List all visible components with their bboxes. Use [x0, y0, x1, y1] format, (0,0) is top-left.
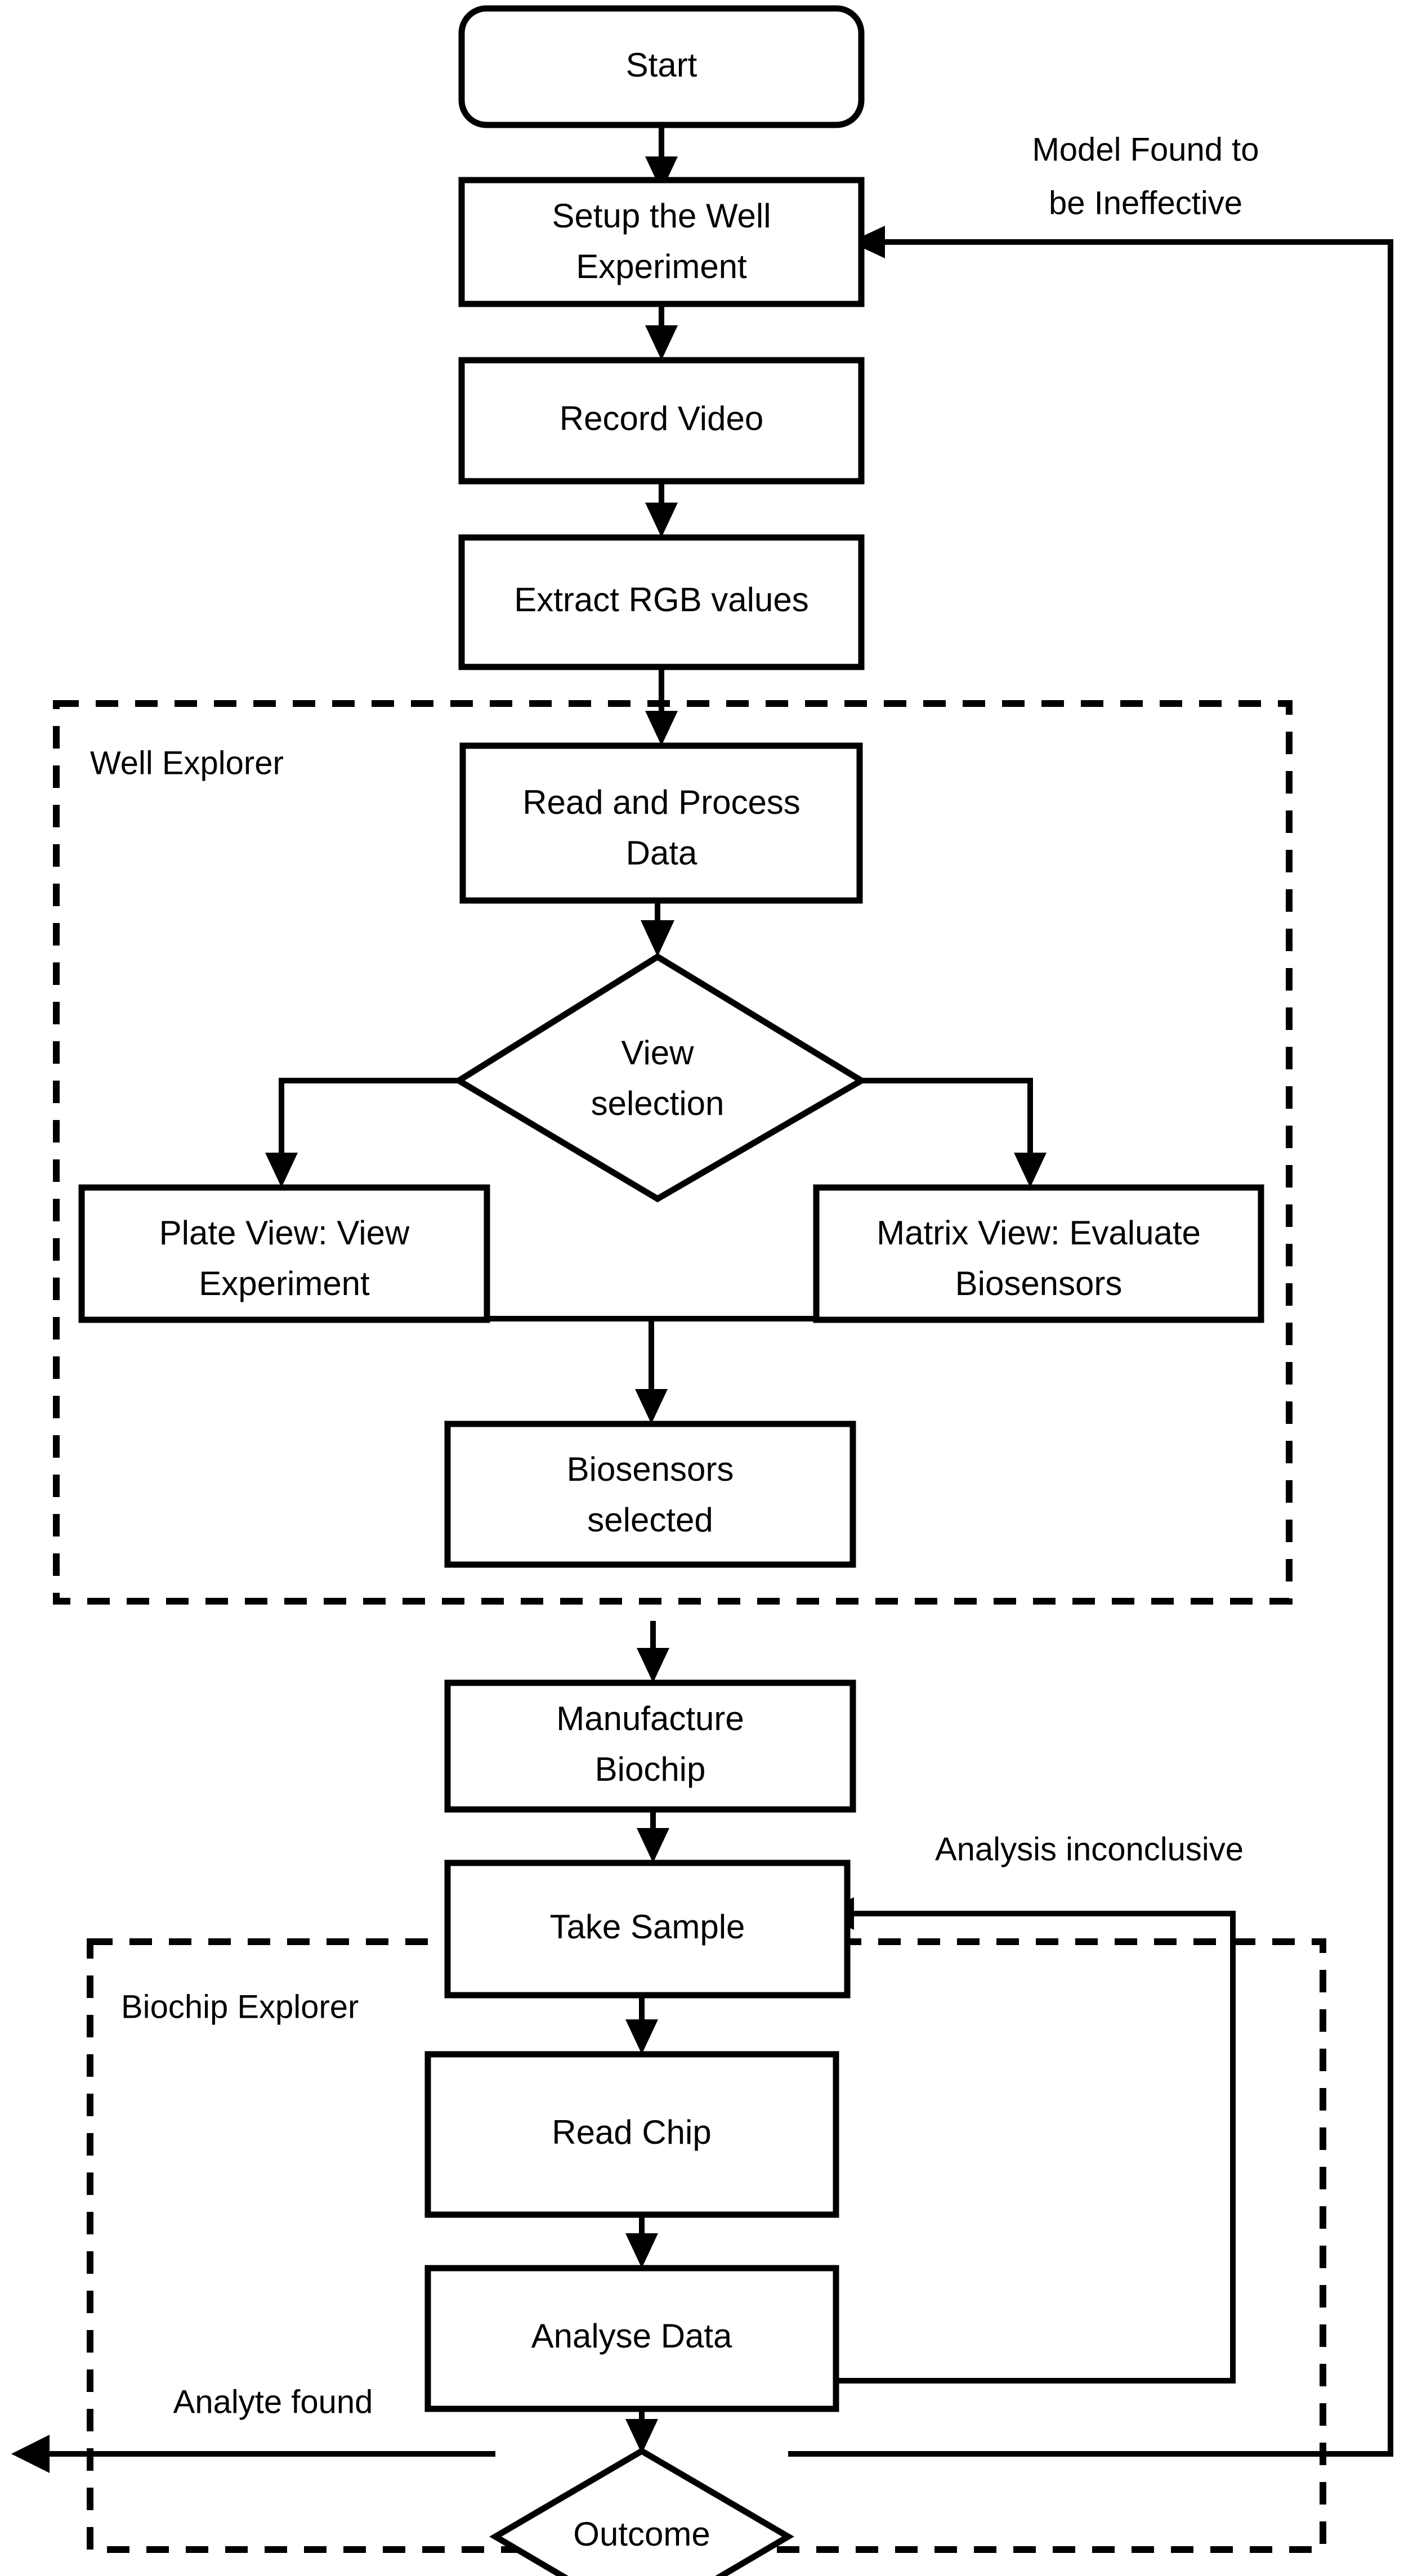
node-plate-view[interactable]: Plate View: View Experiment — [78, 1184, 490, 1323]
edge-take-sample-to-read-chip — [625, 1995, 658, 2054]
node-biosensors-selected-shape[interactable] — [444, 1421, 856, 1568]
node-analyse-data-shape[interactable] — [424, 2265, 839, 2412]
node-outcome-label: Outcome — [573, 2515, 710, 2553]
node-setup-well-experiment-label-line1: Setup the Well — [552, 197, 771, 235]
node-record-video-label: Record Video — [560, 400, 763, 437]
node-read-chip-label: Read Chip — [552, 2113, 712, 2151]
edge-views-to-biosensors — [487, 1316, 816, 1424]
node-analyse-data[interactable]: Analyse Data — [424, 2265, 839, 2412]
edge-label-model-ineffective-line2: be Ineffective — [1049, 185, 1242, 221]
node-read-and-process-data-shape[interactable] — [459, 742, 863, 904]
node-take-sample[interactable]: Take Sample — [444, 1860, 851, 1999]
edge-setup-to-record — [645, 304, 678, 360]
edge-outcome-to-setup — [788, 226, 1393, 2457]
node-matrix-view[interactable]: Matrix View: Evaluate Biosensors — [813, 1184, 1264, 1323]
node-view-selection-label-line2: selection — [591, 1085, 725, 1122]
node-manufacture-biochip-shape[interactable] — [444, 1679, 856, 1813]
node-analyse-data-label: Analyse Data — [531, 2317, 732, 2355]
group-biochip-explorer — [87, 1938, 1326, 2553]
node-extract-rgb-values-shape[interactable] — [458, 534, 865, 670]
node-take-sample-shape[interactable] — [444, 1860, 851, 1999]
edge-record-to-extract — [645, 481, 678, 537]
node-matrix-view-label-line1: Matrix View: Evaluate — [877, 1214, 1201, 1252]
node-read-chip[interactable]: Read Chip — [424, 2051, 839, 2218]
edge-label-analysis-inconclusive: Analysis inconclusive — [935, 1831, 1244, 1867]
node-matrix-view-shape[interactable] — [813, 1184, 1264, 1323]
node-plate-view-label-line1: Plate View: View — [159, 1214, 410, 1252]
node-read-chip-shape[interactable] — [424, 2051, 839, 2218]
node-setup-well-experiment[interactable]: Setup the Well Experiment — [458, 177, 865, 307]
node-view-selection-shape[interactable] — [453, 953, 868, 1203]
node-start[interactable]: Start — [458, 5, 865, 128]
node-biosensors-selected[interactable]: Biosensors selected — [444, 1421, 856, 1568]
node-manufacture-biochip[interactable]: Manufacture Biochip — [444, 1679, 856, 1813]
edge-start-to-setup — [645, 125, 678, 191]
group-label-biochip-explorer: Biochip Explorer — [121, 1988, 359, 2025]
group-label-well-explorer: Well Explorer — [90, 745, 284, 781]
node-biosensors-selected-label-line2: selected — [587, 1501, 713, 1539]
edge-manufacture-to-take-sample — [637, 1809, 669, 1863]
node-outcome-shape[interactable] — [489, 2447, 794, 2576]
node-extract-rgb-values[interactable]: Extract RGB values — [458, 534, 865, 670]
node-manufacture-biochip-label-line2: Biochip — [595, 1750, 706, 1788]
node-start-shape[interactable] — [458, 5, 865, 128]
node-start-label: Start — [626, 46, 697, 84]
node-manufacture-biochip-label-line1: Manufacture — [556, 1700, 744, 1737]
edge-label-model-ineffective-line1: Model Found to — [1032, 131, 1259, 168]
edge-label-analyte-found: Analyte found — [173, 2384, 373, 2420]
node-read-and-process-data-label-line2: Data — [626, 834, 697, 872]
edge-read-process-to-view-selection — [641, 901, 674, 957]
node-matrix-view-label-line2: Biosensors — [955, 1265, 1123, 1302]
node-record-video[interactable]: Record Video — [458, 357, 865, 485]
node-view-selection[interactable]: View selection — [453, 953, 868, 1203]
node-outcome[interactable]: Outcome — [489, 2447, 794, 2576]
node-setup-well-experiment-shape[interactable] — [458, 177, 865, 307]
edge-analyse-data-to-outcome — [625, 2409, 658, 2454]
edge-outcome-analyte-found-exit — [11, 2435, 495, 2473]
node-read-and-process-data-label-line1: Read and Process — [522, 783, 801, 821]
node-setup-well-experiment-label-line2: Experiment — [576, 248, 747, 285]
edge-extract-to-read-process — [645, 667, 678, 746]
node-take-sample-label: Take Sample — [550, 1908, 745, 1946]
edge-biosensors-to-manufacture — [637, 1621, 669, 1683]
node-plate-view-shape[interactable] — [78, 1184, 490, 1323]
node-biosensors-selected-label-line1: Biosensors — [567, 1450, 734, 1488]
node-read-and-process-data[interactable]: Read and Process Data — [459, 742, 863, 904]
node-record-video-shape[interactable] — [458, 357, 865, 485]
node-view-selection-label-line1: View — [621, 1034, 695, 1072]
node-extract-rgb-values-label: Extract RGB values — [514, 581, 809, 619]
node-plate-view-label-line2: Experiment — [199, 1265, 370, 1302]
edge-read-chip-to-analyse-data — [625, 2215, 658, 2268]
